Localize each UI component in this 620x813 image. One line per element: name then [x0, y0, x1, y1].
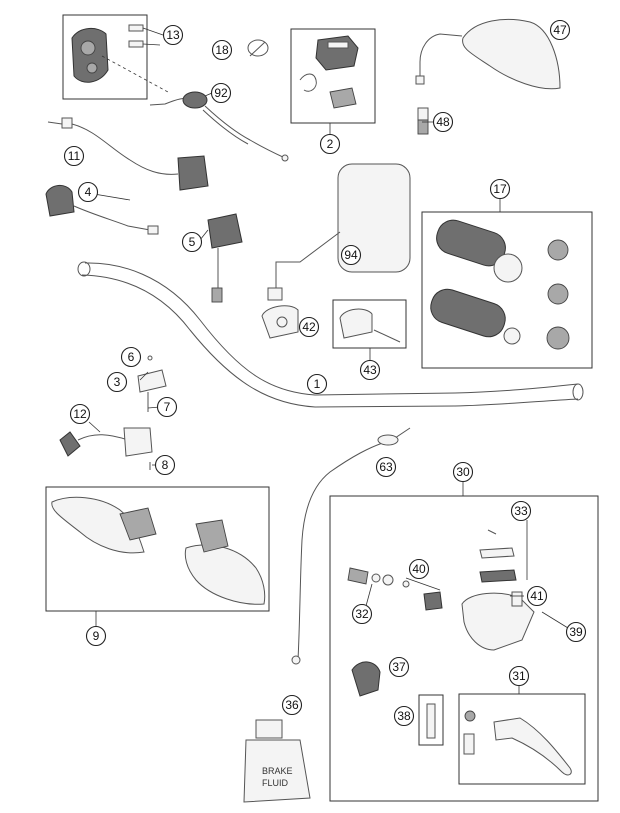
frame-38 — [418, 694, 444, 746]
svg-text:32: 32 — [355, 607, 369, 621]
brake-hose-part — [291, 427, 411, 665]
svg-text:8: 8 — [162, 458, 169, 472]
svg-text:47: 47 — [553, 23, 567, 37]
svg-text:6: 6 — [128, 350, 135, 364]
callout-8: 8 — [154, 454, 176, 476]
svg-text:33: 33 — [514, 504, 528, 518]
switch-cover-part — [299, 35, 359, 109]
callout-36: 36 — [281, 694, 303, 716]
svg-text:7: 7 — [164, 400, 171, 414]
svg-text:4: 4 — [85, 185, 92, 199]
frame-30 — [329, 495, 599, 802]
clamp-set-part — [339, 308, 401, 343]
pin-part — [426, 703, 436, 739]
callout-40: 40 — [408, 558, 430, 580]
switch-housing-part — [71, 24, 169, 93]
svg-text:5: 5 — [189, 235, 196, 249]
svg-text:38: 38 — [397, 709, 411, 723]
master-cylinder-part — [347, 529, 535, 651]
callout-18: 18 — [211, 39, 233, 61]
bottle-label-line1: BRAKE — [262, 766, 293, 776]
brake-fluid-bottle-part: BRAKE FLUID — [243, 719, 311, 803]
brake-lever-part — [463, 710, 572, 776]
wiring-harness-part — [47, 117, 209, 191]
callout-1: 1 — [306, 373, 328, 395]
svg-text:43: 43 — [363, 363, 377, 377]
switch-unit-part — [207, 213, 243, 303]
bottle-label-line2: FLUID — [262, 778, 289, 788]
frame-43 — [332, 299, 407, 349]
svg-text:94: 94 — [344, 248, 358, 262]
callout-38: 38 — [393, 705, 415, 727]
svg-text:18: 18 — [215, 43, 229, 57]
svg-text:1: 1 — [314, 377, 321, 391]
callout-5: 5 — [181, 231, 203, 253]
callout-37: 37 — [388, 656, 410, 678]
svg-text:11: 11 — [68, 149, 81, 163]
mirror-right-part — [415, 18, 561, 90]
callout-2: 2 — [319, 133, 341, 155]
svg-text:31: 31 — [512, 669, 526, 683]
mirror-left-part — [267, 163, 411, 301]
svg-text:39: 39 — [569, 625, 583, 639]
svg-text:48: 48 — [436, 115, 450, 129]
callout-13: 13 — [162, 24, 184, 46]
grips-part — [430, 219, 570, 350]
callout-48: 48 — [432, 111, 454, 133]
callout-47: 47 — [549, 19, 571, 41]
frame-9 — [45, 486, 270, 612]
svg-text:92: 92 — [214, 86, 228, 100]
svg-text:17: 17 — [493, 182, 507, 196]
callout-3: 3 — [106, 371, 128, 393]
clamp-part — [261, 305, 299, 339]
callout-30: 30 — [452, 461, 474, 483]
callout-11: 11 — [63, 145, 85, 167]
callout-6: 6 — [120, 346, 142, 368]
svg-text:41: 41 — [530, 589, 544, 603]
svg-text:37: 37 — [392, 660, 406, 674]
switch-part — [45, 185, 159, 235]
callout-17: 17 — [489, 178, 511, 200]
svg-text:63: 63 — [379, 460, 393, 474]
sensor-cable-part — [59, 427, 153, 470]
callout-32: 32 — [351, 603, 373, 625]
clip-part — [247, 39, 269, 57]
svg-text:42: 42 — [302, 320, 316, 334]
callout-43: 43 — [359, 359, 381, 381]
callout-31: 31 — [508, 665, 530, 687]
svg-text:3: 3 — [114, 375, 121, 389]
nut-part — [417, 107, 429, 135]
callout-41: 41 — [526, 585, 548, 607]
frame-31 — [458, 693, 586, 785]
callout-33: 33 — [510, 500, 532, 522]
svg-text:12: 12 — [73, 407, 87, 421]
frame-13 — [62, 14, 148, 100]
callout-9: 9 — [85, 625, 107, 647]
callout-39: 39 — [565, 621, 587, 643]
throttle-cable-part — [149, 91, 289, 162]
svg-text:13: 13 — [166, 28, 180, 42]
svg-text:30: 30 — [456, 465, 470, 479]
svg-text:2: 2 — [327, 137, 334, 151]
reservoir-cover-part — [351, 661, 381, 697]
callout-94: 94 — [340, 244, 362, 266]
callout-4: 4 — [77, 181, 99, 203]
callout-7: 7 — [156, 396, 178, 418]
callout-42: 42 — [298, 316, 320, 338]
svg-text:36: 36 — [285, 698, 299, 712]
callout-92: 92 — [210, 82, 232, 104]
svg-text:9: 9 — [93, 629, 100, 643]
handlebar-part — [77, 261, 584, 408]
svg-text:40: 40 — [412, 562, 426, 576]
frame-2 — [290, 28, 376, 124]
hand-guards-part — [51, 496, 266, 605]
callout-12: 12 — [69, 403, 91, 425]
frame-17 — [421, 211, 593, 369]
callout-63: 63 — [375, 456, 397, 478]
